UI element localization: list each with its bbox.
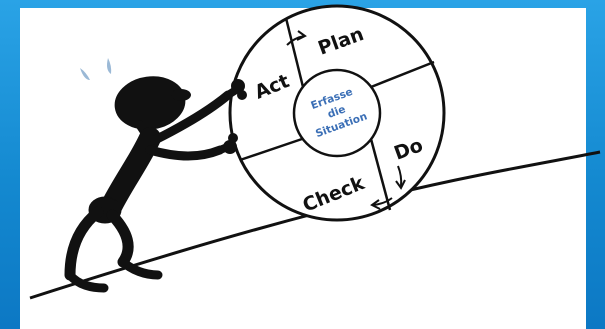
stick-figure-pushing-icon bbox=[64, 76, 247, 293]
center-circle bbox=[292, 68, 382, 158]
pdca-wheel: Plan Act Do Check Erfasse die Situation bbox=[228, 4, 446, 222]
spoke-bottom bbox=[369, 138, 392, 211]
center-text-line-2: die bbox=[326, 103, 347, 121]
spoke-top bbox=[284, 17, 305, 88]
cycle-arrow-icon bbox=[286, 30, 307, 46]
cycle-arrow-icon bbox=[370, 197, 393, 210]
sweat-drops-icon bbox=[80, 58, 112, 80]
spoke-left bbox=[239, 137, 303, 162]
spoke-right bbox=[370, 60, 435, 89]
cycle-arrow-icon bbox=[395, 165, 406, 190]
